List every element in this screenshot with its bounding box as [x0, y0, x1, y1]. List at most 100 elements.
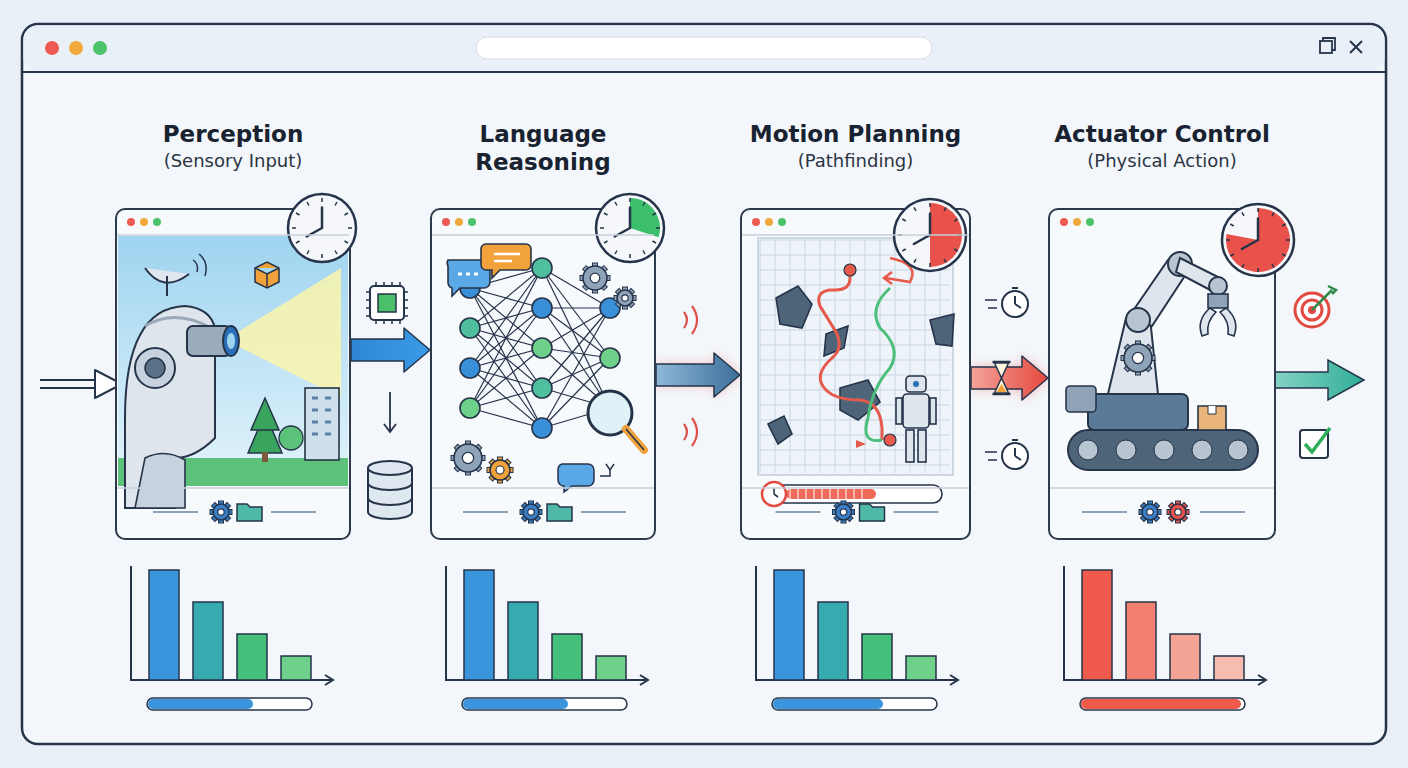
stage-subtitle: (Physical Action): [1026, 148, 1298, 174]
drawing-shape: [223, 326, 239, 356]
drawing-shape: [615, 251, 617, 255]
drawing-shape: [760, 285, 950, 286]
drawing-shape: [433, 236, 653, 486]
drawing-shape: [997, 384, 1007, 392]
panel-frame: [1048, 208, 1276, 540]
bar-chart: [1064, 566, 1266, 710]
drawing-shape: [281, 656, 311, 680]
drawing-shape: [742, 234, 969, 236]
drawing-shape: [1126, 602, 1156, 680]
drawing-shape: [470, 388, 542, 408]
drawing-shape: [481, 244, 531, 278]
drawing-shape: [774, 488, 778, 497]
drawing-shape: [880, 240, 881, 473]
drawing-shape: [312, 398, 331, 434]
drawing-shape: [351, 328, 430, 372]
drawing-shape: [1257, 208, 1259, 212]
flow-arrow: [656, 353, 740, 397]
drawing-shape: [262, 452, 268, 462]
drawing-shape: [193, 254, 206, 276]
drawing-shape: [24, 26, 1385, 72]
drawing-shape: [227, 333, 235, 349]
drawing-shape: [470, 348, 542, 408]
drawing-shape: [643, 202, 645, 206]
drawing-shape: [1320, 41, 1332, 53]
drawing-shape: [470, 408, 542, 428]
drawing-shape: [985, 300, 997, 308]
drawing-shape: [460, 358, 480, 378]
drawing-shape: [470, 328, 542, 428]
bar-chart: [756, 566, 958, 710]
drawing-shape: [1242, 218, 1258, 249]
drawing-shape: [490, 460, 510, 480]
drawing-shape: [470, 368, 542, 428]
drawing-shape: [629, 198, 631, 202]
drawing-shape: [819, 270, 882, 440]
drawing-shape: [321, 198, 323, 202]
drawing-shape: [844, 264, 856, 276]
drawing-shape: [542, 308, 610, 348]
drawing-shape: [279, 426, 303, 450]
drawing-shape: [995, 363, 1009, 393]
drawing-shape: [600, 348, 620, 368]
drawing-shape: [22, 24, 1386, 744]
drawing-shape: [954, 219, 958, 221]
drawing-shape: [1064, 566, 1266, 685]
drawing-shape: [1066, 386, 1096, 412]
drawing-shape: [166, 276, 168, 296]
drawing-shape: [590, 273, 600, 283]
drawing-shape: [773, 699, 883, 709]
drawing-shape: [335, 251, 337, 255]
bar-chart: [131, 566, 333, 710]
drawing-shape: [213, 504, 229, 520]
gear-icon: [210, 501, 232, 523]
drawing-shape: [902, 249, 906, 251]
drawing-shape: [1200, 308, 1236, 336]
flow-arrow: [351, 328, 430, 372]
stage-title: Motion Planning: [718, 120, 993, 148]
drawing-shape: [22, 71, 1386, 73]
drawing-shape: [532, 418, 552, 438]
drawing-shape: [237, 504, 262, 521]
drawing-shape: [528, 509, 534, 515]
stage-panel: Motion Planning(Pathfinding): [718, 120, 993, 540]
drawing-shape: [1282, 224, 1286, 226]
drawing-shape: [1350, 41, 1362, 53]
drawing-shape: [944, 207, 946, 211]
drawing-shape: [148, 699, 253, 709]
drawing-shape: [600, 227, 604, 229]
drawing-shape: [1012, 440, 1021, 460]
drawing-shape: [345, 241, 349, 243]
bar-chart: [446, 566, 648, 710]
drawing-shape: [1323, 38, 1335, 50]
drawing-shape: [971, 356, 1048, 400]
drawing-shape: [1209, 277, 1227, 295]
drawing-shape: [149, 570, 179, 680]
panel-frame: [740, 208, 971, 540]
drawing-shape: [1142, 504, 1158, 520]
drawing-shape: [1175, 509, 1181, 515]
clock-icon: [288, 194, 356, 262]
drawing-shape: [914, 213, 930, 244]
drawing-shape: [140, 218, 148, 226]
drawing-shape: [368, 461, 412, 475]
drawing-shape: [862, 634, 892, 680]
drawing-shape: [1257, 268, 1259, 272]
gear-icon: [487, 457, 513, 483]
drawing-shape: [442, 218, 450, 226]
drawing-shape: [1226, 208, 1290, 272]
drawing-shape: [470, 268, 542, 408]
stage-illustration: [430, 208, 656, 540]
drawing-shape: [1086, 218, 1094, 226]
drawing-shape: [1272, 264, 1274, 268]
drawing-shape: [1230, 224, 1234, 226]
drawing-shape: [684, 306, 697, 334]
drawing-shape: [307, 208, 322, 237]
drawing-shape: [458, 273, 478, 276]
drawing-shape: [944, 259, 946, 263]
drawing-shape: [903, 394, 929, 428]
chip-icon: [366, 282, 408, 324]
stage-panel: Actuator Control(Physical Action): [1026, 120, 1298, 540]
drawing-shape: [432, 487, 654, 489]
drawing-shape: [1198, 406, 1226, 430]
